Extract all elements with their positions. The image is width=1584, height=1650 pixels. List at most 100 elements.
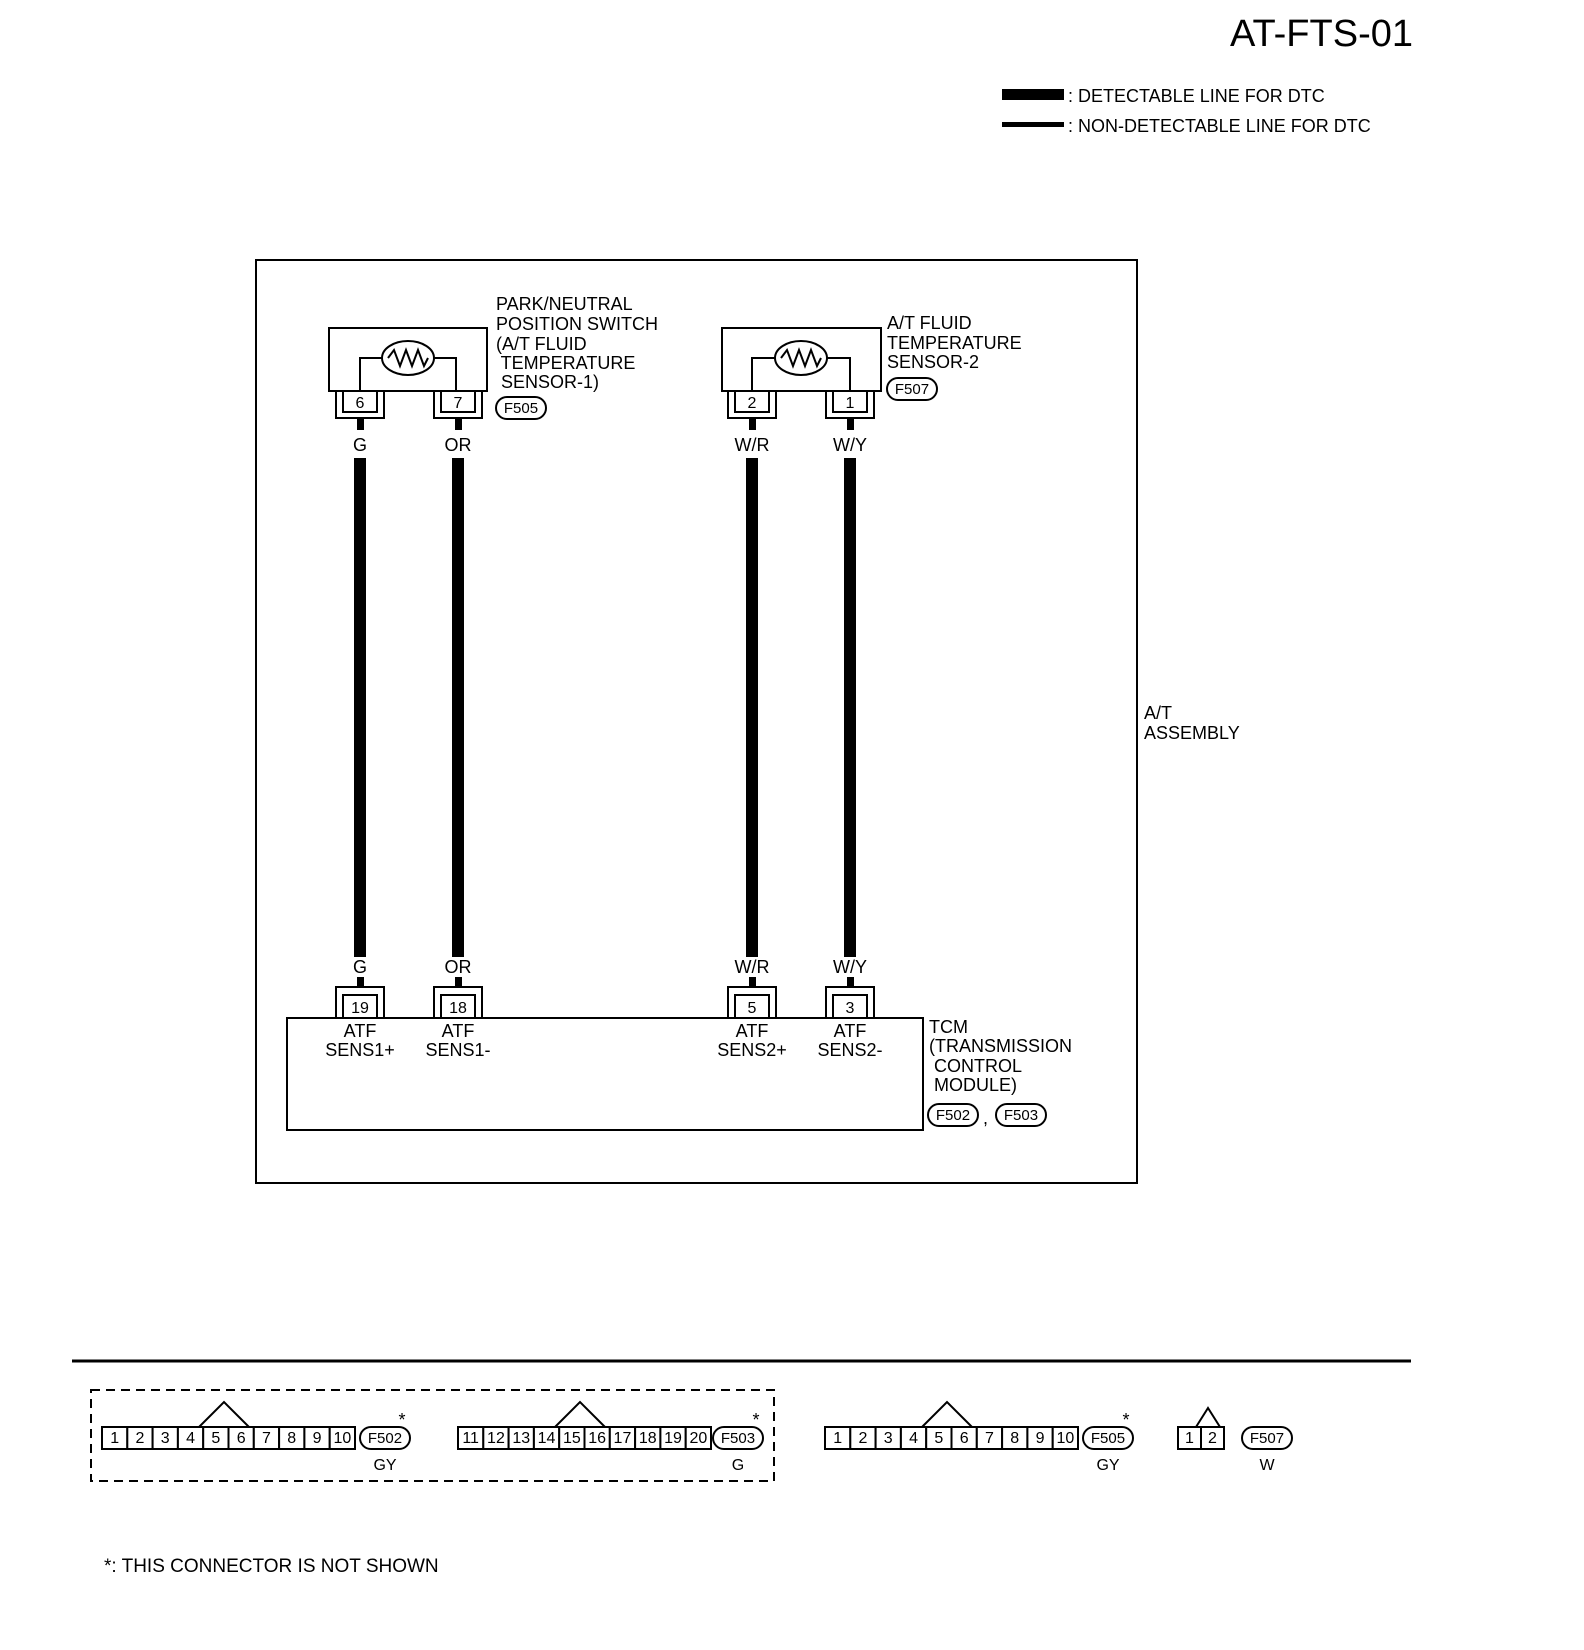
- connector-pin-label: 3: [884, 1430, 893, 1447]
- tcm-pin-5: 5: [727, 986, 777, 1019]
- connector-pin-cell: [1200, 1426, 1225, 1450]
- connector-pin-label: 16: [588, 1430, 606, 1447]
- tcm-pin-19: 19: [335, 986, 385, 1019]
- connector-pin-cell: [684, 1426, 713, 1450]
- at-assembly-label-2: ASSEMBLY: [1144, 723, 1240, 743]
- tcm-pin-18: 18: [433, 986, 483, 1019]
- sensor-2: 2 1 A/T FLUID TEMPERATURE SENSOR-2 F507: [721, 313, 1022, 419]
- wire-4-color-top: W/Y: [833, 435, 867, 455]
- sensor-1-pin-7: 7: [433, 390, 483, 419]
- wire-1-color-bottom: G: [353, 957, 367, 977]
- connector-pin-label: 13: [512, 1430, 530, 1447]
- tcm-signal-4-line-1: ATF: [834, 1021, 867, 1041]
- connector-view-f502-id: F502: [368, 1430, 402, 1447]
- connector-pin-label: 2: [135, 1430, 144, 1447]
- connector-tag-f507-label: F507: [895, 381, 929, 398]
- sensor-2-pin-2-label: 2: [748, 395, 757, 412]
- sensor-1: 6 7 PARK/NEUTRAL POSITION SWITCH (A/T FL…: [328, 294, 658, 420]
- connector-pin-label: 8: [287, 1430, 296, 1447]
- connector-pin-label: 1: [833, 1430, 842, 1447]
- tcm-pin-19-label: 19: [351, 1000, 369, 1017]
- sensor-2-pin-2: 2: [727, 390, 777, 419]
- sensor-2-pin-1-label: 1: [846, 395, 855, 412]
- connector-pin-label: 7: [985, 1430, 994, 1447]
- connector-pin-label: 17: [614, 1430, 632, 1447]
- legend-non-detectable-text: : NON-DETECTABLE LINE FOR DTC: [1068, 116, 1371, 136]
- tcm-signal-3-line-2: SENS2+: [717, 1040, 787, 1060]
- connector-pin-label: 6: [960, 1430, 969, 1447]
- wire-4: W/Y W/Y: [833, 418, 867, 987]
- wire-3-line: [746, 458, 758, 957]
- tcm-signal-2-line-2: SENS1-: [425, 1040, 490, 1060]
- tcm-connector-group-box: [90, 1389, 775, 1482]
- connector-pin-label: 7: [262, 1430, 271, 1447]
- connector-pin-cell: [328, 1426, 357, 1450]
- legend-non-detectable-line: [1002, 122, 1064, 127]
- connector-pin-label: 18: [639, 1430, 657, 1447]
- connector-tag-f505-label: F505: [504, 400, 538, 417]
- sensor-1-label-3: (A/T FLUID: [496, 334, 587, 354]
- connector-view-f503-asterisk: *: [752, 1410, 759, 1430]
- connector-pin-label: 5: [211, 1430, 220, 1447]
- legend: : DETECTABLE LINE FOR DTC : NON-DETECTAB…: [1002, 86, 1371, 136]
- wire-4-stub-top: [847, 418, 854, 430]
- tcm-label-1: TCM: [929, 1017, 968, 1037]
- connector-tag-f505: F505: [495, 396, 547, 420]
- wire-3-stub-bottom: [749, 977, 756, 987]
- wire-3: W/R W/R: [735, 418, 770, 987]
- connector-view-f505-id: F505: [1091, 1430, 1125, 1447]
- wire-4-color-bottom: W/Y: [833, 957, 867, 977]
- connector-tag-f503: F503: [995, 1103, 1047, 1127]
- wire-2-stub-top: [455, 418, 462, 430]
- connector-tag-f503-label: F503: [1004, 1107, 1038, 1124]
- tcm-signal-1-line-2: SENS1+: [325, 1040, 395, 1060]
- thermistor-icon: [381, 340, 435, 376]
- wire-1-stub-bottom: [357, 977, 364, 987]
- tcm-pin-3-label: 3: [846, 1000, 855, 1017]
- connector-view-f507-id: F507: [1250, 1430, 1284, 1447]
- connector-view-f503-color: G: [732, 1457, 744, 1474]
- connector-view-f505-asterisk: *: [1122, 1410, 1129, 1430]
- tcm-label-4: MODULE): [929, 1075, 1017, 1095]
- tcm-pin-3: 3: [825, 986, 875, 1019]
- wire-2-line: [452, 458, 464, 957]
- connector-pin-label: 5: [934, 1430, 943, 1447]
- connector-pin-label: 9: [1036, 1430, 1045, 1447]
- page-title: AT-FTS-01: [1230, 13, 1413, 55]
- connector-view-f507-key: [1195, 1406, 1221, 1428]
- wire-4-stub-bottom: [847, 977, 854, 987]
- connector-pin-label: 14: [538, 1430, 556, 1447]
- tcm-signal-1-line-1: ATF: [344, 1021, 377, 1041]
- sensor-2-pin-1: 1: [825, 390, 875, 419]
- connector-view-f502-key: [198, 1400, 250, 1428]
- sensor-2-label-1: A/T FLUID: [887, 313, 972, 333]
- connector-pin-cell: [1051, 1426, 1079, 1450]
- wire-3-stub-top: [749, 418, 756, 430]
- wire-1: G G: [353, 418, 367, 987]
- wire-4-line: [844, 458, 856, 957]
- sensor-2-label-3: SENSOR-2: [887, 352, 979, 372]
- connector-tag-f502: F502: [927, 1103, 979, 1127]
- connector-pin-label: 19: [664, 1430, 682, 1447]
- connector-pin-label: 2: [1208, 1430, 1217, 1447]
- tcm-label-3: CONTROL: [929, 1056, 1022, 1076]
- connector-pin-label: 11: [462, 1430, 479, 1447]
- tcm-signal-2-line-1: ATF: [442, 1021, 475, 1041]
- connector-view-f502-asterisk: *: [398, 1410, 405, 1430]
- tcm-signal-4-line-2: SENS2-: [817, 1040, 882, 1060]
- sensor-1-label-5: SENSOR-1): [496, 372, 599, 392]
- connector-view-f502-color: GY: [373, 1457, 396, 1474]
- sensor-1-label-2: POSITION SWITCH: [496, 314, 658, 334]
- wire-1-stub-top: [357, 418, 364, 430]
- connector-pin-label: 4: [909, 1430, 918, 1447]
- tcm-body: [286, 1017, 924, 1131]
- connector-pin-label: 10: [1056, 1430, 1074, 1447]
